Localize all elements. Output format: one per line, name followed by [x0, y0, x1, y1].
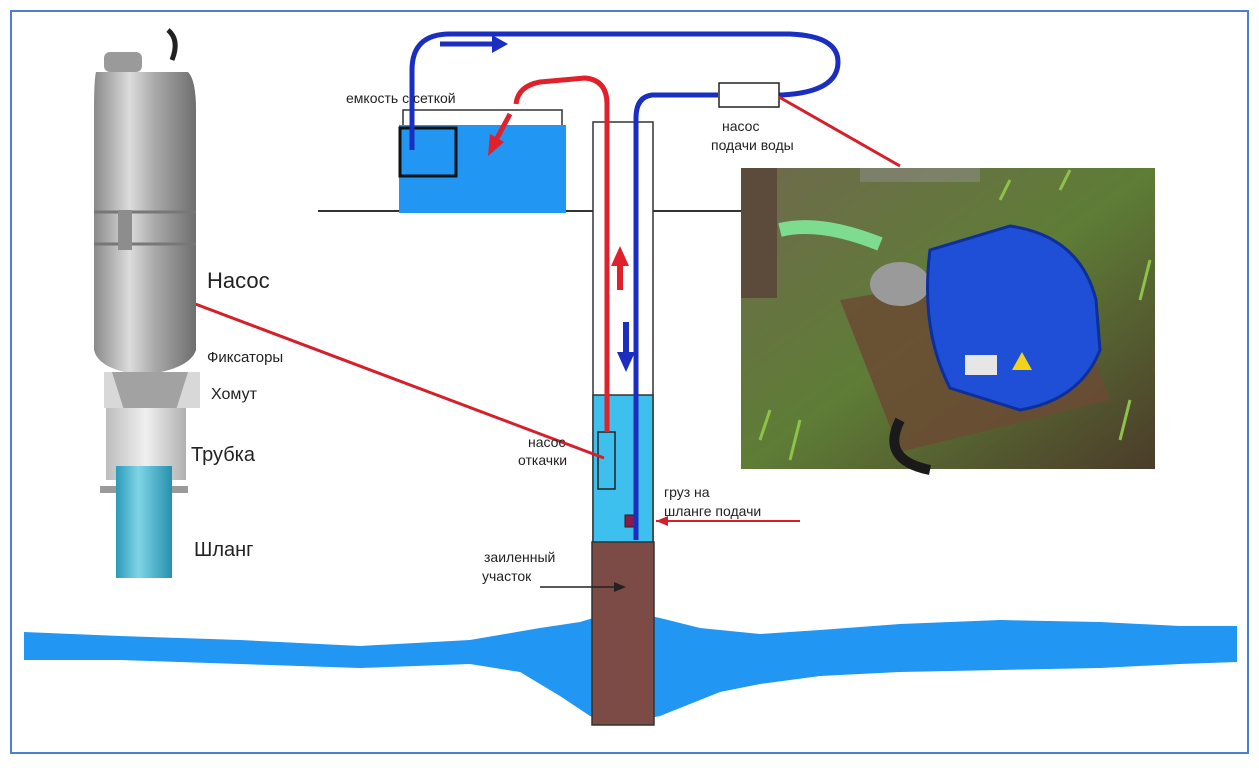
return-arrowhead-tank	[488, 134, 504, 156]
silted-section	[591, 541, 655, 726]
label-drain-pump-line1: насос	[528, 434, 565, 450]
supply-pump-box	[718, 82, 780, 108]
label-weight-line2: шланге подачи	[664, 503, 761, 519]
label-silted-line1: заиленный	[484, 549, 555, 565]
label-hose: Шланг	[194, 539, 253, 561]
supply-flow-line	[409, 31, 841, 540]
mesh-filter	[398, 126, 458, 178]
leader-silted-arrowhead	[614, 582, 626, 592]
label-weight-line1: груз на	[664, 484, 710, 500]
tank-water	[399, 125, 566, 213]
label-collar: Хомут	[211, 386, 258, 403]
label-tube: Трубка	[191, 444, 256, 466]
label-pump: Насос	[207, 268, 270, 293]
supply-arrowhead-down	[617, 352, 635, 372]
return-arrow-tank	[493, 112, 513, 142]
return-arrowhead-up	[611, 246, 629, 266]
label-tank-with-mesh: емкость с сеткой	[346, 90, 456, 106]
label-silted-line2: участок	[482, 568, 532, 584]
label-clamps: Фиксаторы	[207, 349, 283, 366]
supply-arrowhead-top	[492, 35, 508, 53]
return-flow-line	[513, 75, 610, 432]
label-drain-pump-line2: откачки	[518, 452, 567, 468]
well-water	[592, 394, 654, 544]
submersible-pump-illustration	[94, 28, 200, 578]
label-supply-pump-line1: насос	[722, 118, 759, 134]
leader-supply-pump	[778, 95, 901, 168]
surface-pump-photo	[741, 168, 1155, 475]
label-supply-pump-line2: подачи воды	[711, 137, 794, 153]
tank-outline	[402, 109, 563, 125]
leader-drain-pump	[189, 300, 605, 460]
leader-weight-arrowhead	[656, 516, 668, 526]
